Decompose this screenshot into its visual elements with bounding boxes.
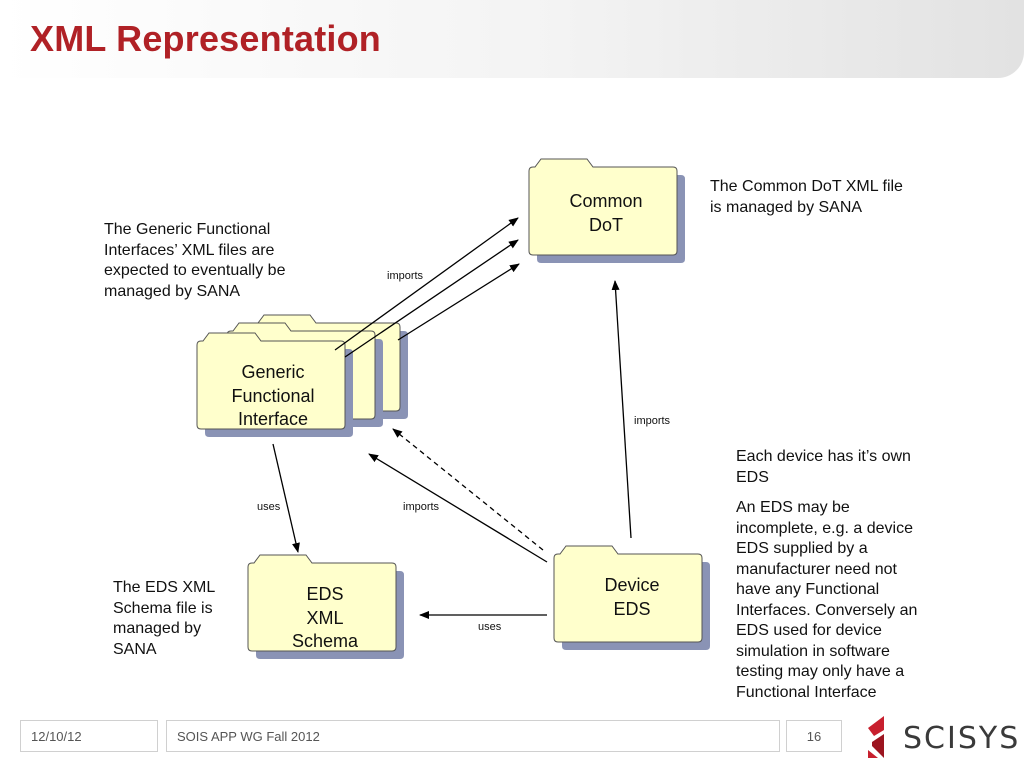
arrow-gfi-imports-common-dot-1 — [334, 217, 519, 351]
node-eds-xml-schema-label: EDS XML Schema — [291, 584, 359, 651]
edge-label-device-uses-schema: uses — [478, 621, 502, 633]
node-device-eds-label: Device EDS — [604, 575, 660, 619]
footer-event-box: SOIS APP WG Fall 2012 — [166, 720, 780, 752]
edge-label-device-imports-gfi: imports — [403, 501, 440, 513]
scisys-logo-text: SCISYS — [903, 721, 1021, 756]
footer-date: 12/10/12 — [31, 728, 82, 744]
edge-label-gfi-imports-common-dot: imports — [387, 270, 424, 282]
footer-page-box: 16 — [786, 720, 842, 752]
scisys-logo-icon — [868, 716, 884, 758]
arrow-gfi-imports-common-dot-3 — [397, 263, 520, 341]
arrow-device-imports-common-dot — [611, 280, 632, 539]
note-generic-functional: The Generic Functional Interfaces’ XML f… — [104, 221, 286, 300]
arrow-device-imports-gfi-dashed — [392, 428, 544, 551]
footer-page-number: 16 — [806, 728, 822, 744]
arrow-device-imports-gfi-solid — [368, 453, 548, 563]
arrow-gfi-uses-schema — [272, 443, 300, 553]
note-device-eds: Each device has it’s own EDS An EDS may … — [736, 447, 934, 703]
edge-label-device-imports-common-dot: imports — [634, 415, 671, 427]
note-common-dot: The Common DoT XML file is managed by SA… — [710, 178, 903, 216]
slide-title: XML Representation — [30, 18, 381, 59]
note-eds-incomplete: An EDS may be incomplete, e.g. a device … — [736, 499, 918, 701]
footer-date-box: 12/10/12 — [20, 720, 158, 752]
arrow-gfi-imports-common-dot-2 — [344, 239, 519, 358]
node-common-dot-label: Common DoT — [569, 191, 643, 235]
note-eds-schema: The EDS XML Schema file is managed by SA… — [113, 579, 215, 658]
title-bar: XML Representation — [0, 0, 1024, 78]
edge-label-gfi-uses-schema: uses — [257, 501, 281, 513]
node-generic-functional-interface-label: Generic Functional Interface — [231, 362, 315, 429]
note-device-own-eds: Each device has it’s own EDS — [736, 448, 911, 486]
footer-event: SOIS APP WG Fall 2012 — [177, 728, 320, 744]
